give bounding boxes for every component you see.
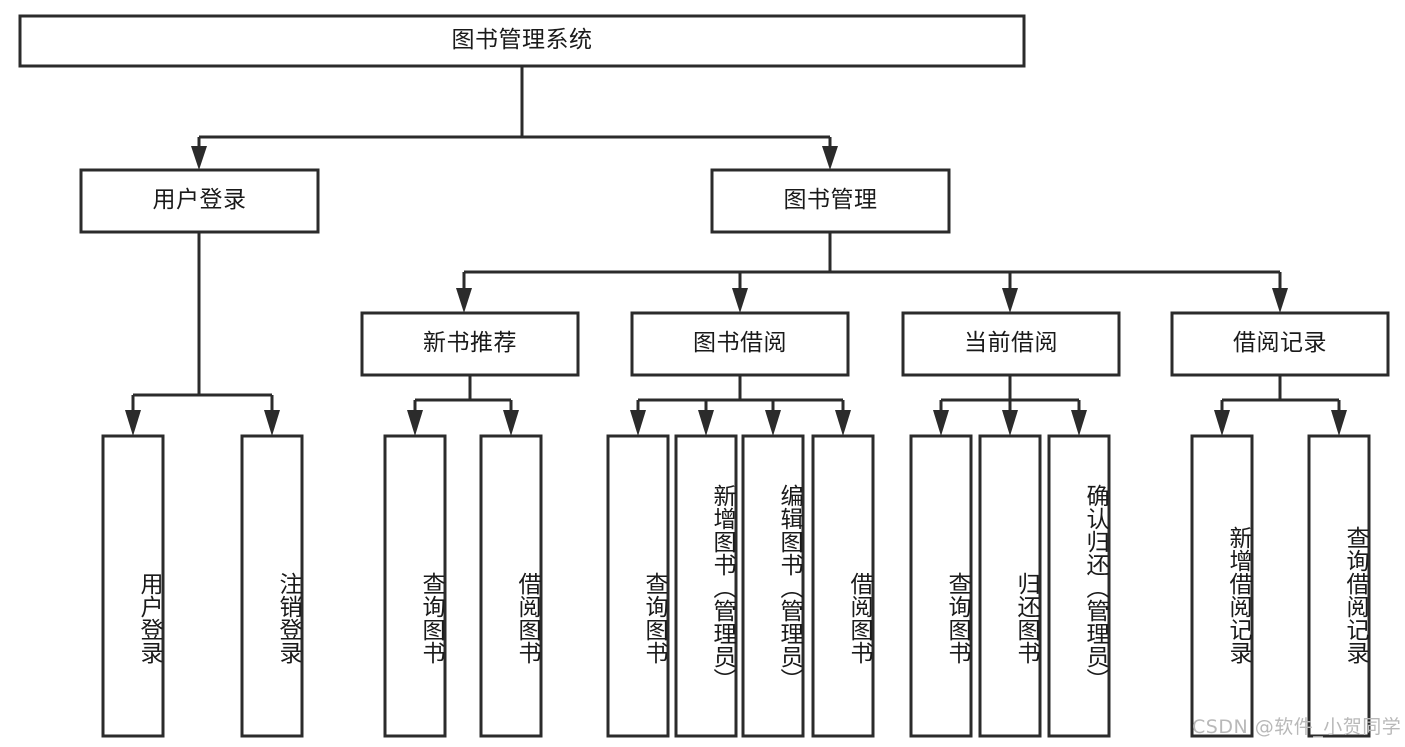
node-box-root[interactable] — [18, 14, 1026, 68]
connector-bookmgmt-to-level3 — [456, 232, 1288, 313]
connector-newbook-to-leaves — [407, 375, 519, 436]
node-box-leaf-query-book-2[interactable] — [606, 434, 670, 738]
node-box-borrow-record[interactable] — [1170, 311, 1390, 377]
node-box-leaf-edit-book[interactable] — [741, 434, 805, 738]
node-box-user-login[interactable] — [79, 168, 320, 234]
node-box-leaf-confirm-return[interactable] — [1047, 434, 1111, 738]
node-box-leaf-user-login[interactable] — [101, 434, 165, 738]
node-box-current-borrow[interactable] — [901, 311, 1121, 377]
node-box-leaf-query-record[interactable] — [1307, 434, 1371, 738]
node-box-book-management[interactable] — [710, 168, 951, 234]
node-box-new-book-recommend[interactable] — [360, 311, 580, 377]
node-box-leaf-return-book[interactable] — [978, 434, 1042, 738]
node-box-leaf-add-book[interactable] — [674, 434, 738, 738]
connector-bookborrow-to-leaves — [630, 375, 851, 436]
node-box-leaf-add-record[interactable] — [1190, 434, 1254, 738]
node-box-leaf-query-book-1[interactable] — [383, 434, 447, 738]
connector-borrowrecord-to-leaves — [1214, 375, 1347, 436]
node-box-leaf-borrow-book-1[interactable] — [479, 434, 543, 738]
node-box-book-borrow[interactable] — [630, 311, 850, 377]
node-box-leaf-query-book-3[interactable] — [909, 434, 973, 738]
connector-root-to-level2 — [191, 67, 838, 170]
connector-userlogin-to-leaves — [125, 232, 280, 436]
node-box-leaf-borrow-book-2[interactable] — [811, 434, 875, 738]
connector-currentborrow-to-leaves — [933, 375, 1087, 436]
node-box-leaf-logout[interactable] — [240, 434, 304, 738]
